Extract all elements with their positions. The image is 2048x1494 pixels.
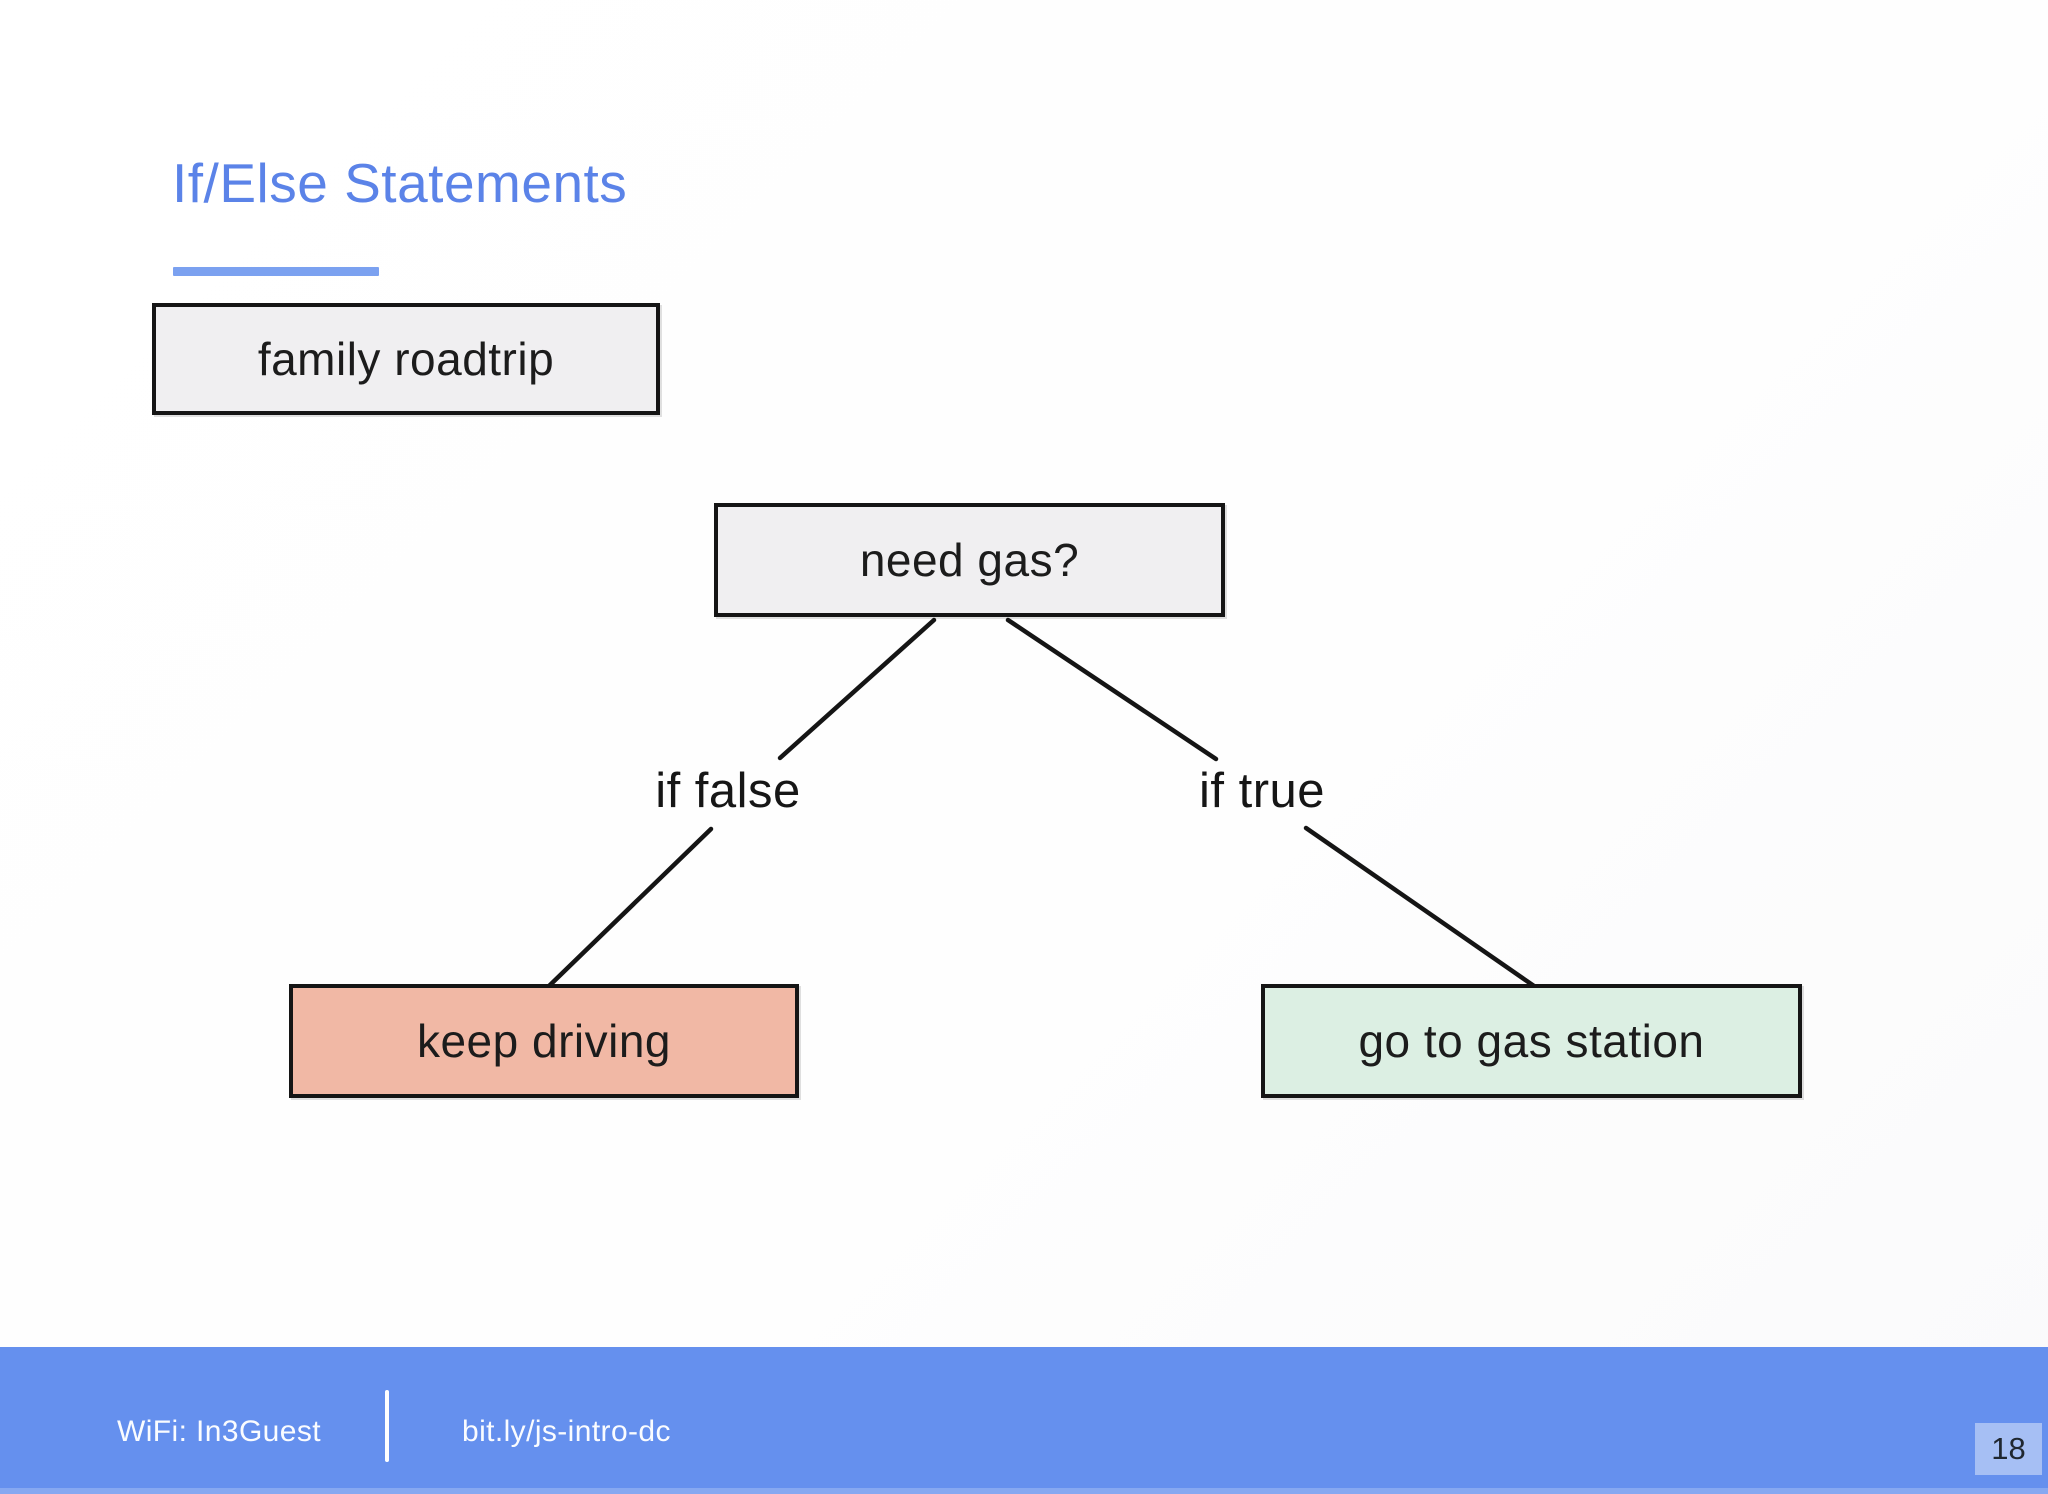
page-number: 18 <box>1991 1431 2026 1466</box>
example-box: family roadtrip <box>152 303 660 415</box>
branch-label-true: if true <box>1198 764 1326 818</box>
footer-bar: WiFi: In3Guest bit.ly/js-intro-dc 18 <box>0 1347 2048 1494</box>
footer-link-label: bit.ly/js-intro-dc <box>462 1415 671 1448</box>
footer-wifi-label: WiFi: In3Guest <box>117 1415 321 1448</box>
false-result-label: keep driving <box>416 1015 672 1067</box>
edge-true-lower <box>1303 825 1537 989</box>
example-box-label: family roadtrip <box>257 333 555 385</box>
branch-label-false: if false <box>655 764 801 818</box>
page-number-badge: 18 <box>1975 1423 2042 1475</box>
edge-true-upper <box>1005 617 1219 762</box>
footer-bottom-strip <box>0 1488 2048 1494</box>
decision-box-label: need gas? <box>859 534 1080 586</box>
edge-false-lower <box>546 826 714 989</box>
slide-title: If/Else Statements <box>172 152 628 214</box>
true-result-label: go to gas station <box>1358 1015 1705 1067</box>
false-result-box: keep driving <box>289 984 799 1098</box>
title-underline <box>173 267 379 276</box>
footer-divider <box>385 1390 389 1462</box>
decision-box: need gas? <box>714 503 1225 617</box>
true-result-box: go to gas station <box>1261 984 1802 1098</box>
edge-false-upper <box>777 617 937 761</box>
